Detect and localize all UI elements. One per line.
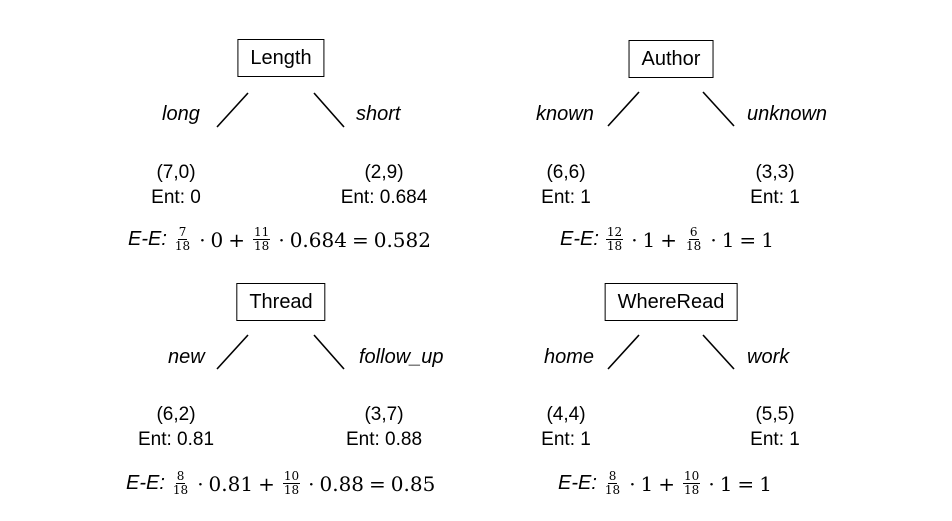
leaf-entropy: Ent: 0: [151, 187, 201, 208]
leaf-counts: (2,9): [364, 162, 404, 183]
right-edge: [313, 92, 345, 128]
right-branch-label: unknown: [747, 103, 828, 125]
right-edge: [702, 334, 735, 370]
leaf-counts: (3,7): [364, 404, 404, 425]
result-value: 1: [759, 471, 772, 496]
right-edge: [313, 334, 345, 370]
value-2: 0.684: [289, 227, 347, 252]
left-edge: [216, 334, 249, 370]
formula-prefix: E-E:: [126, 472, 165, 494]
leaf-counts: (7,0): [156, 162, 196, 183]
left-edge: [216, 92, 249, 128]
tree-length: Length long short (7,0) Ent: 0 (2,9) Ent…: [0, 0, 476, 260]
left-leaf: (6,2) Ent: 0.81: [138, 402, 214, 452]
attribute-node: Author: [628, 40, 714, 78]
value-1: 0.81: [208, 471, 254, 496]
branch-edges: [607, 334, 735, 370]
value-2: 1: [721, 227, 735, 252]
leaf-entropy: Ent: 1: [541, 187, 591, 208]
leaf-counts: (6,2): [156, 404, 196, 425]
leaf-entropy: Ent: 0.81: [137, 429, 215, 450]
value-2: 0.88: [319, 471, 365, 496]
right-branch-label: work: [747, 346, 790, 368]
right-edge: [702, 91, 735, 127]
leaf-counts: (3,3): [755, 162, 795, 183]
value-2: 1: [719, 471, 733, 496]
left-branch-label: new: [168, 346, 205, 368]
value-1: 1: [642, 227, 656, 252]
leaf-entropy: Ent: 0.88: [345, 429, 423, 450]
branch-edges: [216, 92, 345, 128]
formula-prefix: E-E:: [560, 228, 599, 250]
attribute-node: Thread: [236, 283, 326, 321]
left-edge: [607, 91, 640, 127]
tree-thread: Thread new follow_up (6,2) Ent: 0.81 (3,…: [0, 260, 476, 520]
attribute-node: Length: [237, 39, 325, 77]
branch-edges: [607, 91, 735, 127]
leaf-counts: (5,5): [755, 404, 795, 425]
left-leaf: (7,0) Ent: 0: [151, 160, 201, 210]
result-value: 0.85: [390, 471, 436, 496]
result-value: 0.582: [373, 227, 431, 252]
value-1: 1: [640, 471, 654, 496]
leaf-counts: (4,4): [546, 404, 586, 425]
value-1: 0: [210, 227, 224, 252]
left-leaf: (6,6) Ent: 1: [541, 160, 591, 210]
left-edge: [607, 334, 640, 370]
right-leaf: (3,7) Ent: 0.88: [346, 402, 422, 452]
right-branch-label: short: [356, 103, 401, 125]
right-branch-label: follow_up: [359, 346, 444, 368]
tree-author: Author known unknown (6,6) Ent: 1 (3,3) …: [476, 0, 952, 260]
left-branch-label: home: [544, 346, 595, 368]
branch-edges: [216, 334, 345, 370]
left-branch-label: known: [536, 103, 594, 125]
left-leaf: (4,4) Ent: 1: [541, 402, 591, 452]
formula-prefix: E-E:: [558, 472, 597, 494]
leaf-entropy: Ent: 1: [750, 429, 800, 450]
result-value: 1: [761, 227, 774, 252]
right-leaf: (3,3) Ent: 1: [750, 160, 800, 210]
leaf-entropy: Ent: 1: [541, 429, 591, 450]
right-leaf: (5,5) Ent: 1: [750, 402, 800, 452]
leaf-entropy: Ent: 0.684: [340, 187, 428, 208]
leaf-entropy: Ent: 1: [750, 187, 800, 208]
formula-prefix: E-E:: [128, 228, 167, 250]
leaf-counts: (6,6): [546, 162, 586, 183]
right-leaf: (2,9) Ent: 0.684: [341, 160, 428, 210]
left-branch-label: long: [162, 103, 200, 125]
attribute-node: WhereRead: [604, 283, 738, 321]
tree-whereread: WhereRead home work (4,4) Ent: 1 (5,5) E…: [476, 260, 952, 520]
